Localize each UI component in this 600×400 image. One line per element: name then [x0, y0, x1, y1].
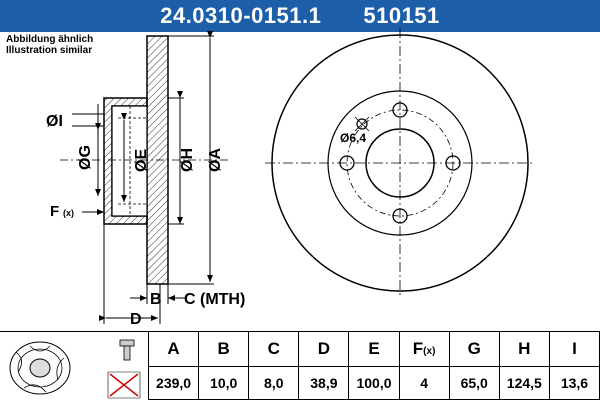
- specs-header-row: A B C D E F(x) G H I: [147, 331, 600, 367]
- spec-value-H: 124,5: [498, 366, 550, 400]
- spec-header-G: G: [448, 331, 500, 367]
- dimensions: [72, 31, 214, 324]
- spec-header-A: A: [147, 331, 200, 367]
- label-B: B: [150, 291, 162, 308]
- spec-value-C: 8,0: [248, 366, 300, 400]
- bolt-hole-right: [445, 155, 461, 171]
- spec-value-E: 100,0: [348, 366, 400, 400]
- note-line-en: Illustration similar: [6, 45, 93, 56]
- spec-header-I: I: [548, 331, 600, 367]
- label-F: F: [50, 203, 59, 220]
- specs-value-row: 239,0 10,0 8,0 38,9 100,0 4 65,0 124,5 1…: [147, 366, 600, 400]
- bolt-hole-top: [392, 102, 408, 118]
- spec-value-A: 239,0: [147, 366, 200, 400]
- specs-table: A B C D E F(x) G H I 239,0 10,0 8,0 38,9…: [147, 331, 600, 400]
- part-number: 24.0310-0151.1: [160, 3, 322, 28]
- thumbnail-box: [0, 331, 148, 399]
- illustration-note: Abbildung ähnlich Illustration similar: [6, 34, 93, 56]
- disc-front-view: [265, 28, 535, 298]
- title-bar: 24.0310-0151.1 510151: [0, 0, 600, 32]
- spec-value-G: 65,0: [448, 366, 500, 400]
- spec-header-C: C: [248, 331, 300, 367]
- spec-value-I: 13,6: [548, 366, 600, 400]
- bolt-hole-bottom: [392, 208, 408, 224]
- bolt-hole-left: [339, 155, 355, 171]
- label-A: ØA: [207, 148, 224, 172]
- label-G: ØG: [77, 145, 94, 170]
- spec-header-E: E: [348, 331, 400, 367]
- label-C: C (MTH): [184, 291, 245, 308]
- bolt-hole-label: Ø6,4: [340, 131, 366, 145]
- spec-header-D: D: [298, 331, 350, 367]
- label-D: D: [130, 311, 142, 328]
- spec-value-B: 10,0: [198, 366, 250, 400]
- label-F-sub: (x): [63, 208, 74, 218]
- alt-number: 510151: [363, 3, 440, 28]
- label-H: ØH: [179, 148, 196, 172]
- spec-header-B: B: [198, 331, 250, 367]
- product-thumbnail: [9, 339, 141, 399]
- note-line-de: Abbildung ähnlich: [6, 34, 94, 45]
- locating-hole: [356, 118, 368, 130]
- spec-header-H: H: [498, 331, 550, 367]
- spec-value-F: 4: [398, 366, 450, 400]
- spec-header-F: F(x): [398, 331, 450, 367]
- disc-cross-section: [60, 35, 230, 285]
- hub-flange: [111, 105, 148, 217]
- spec-value-D: 38,9: [298, 366, 350, 400]
- label-I: ØI: [46, 113, 63, 130]
- spec-header-F-sub: (x): [423, 346, 436, 357]
- spec-header-F-letter: F: [412, 339, 424, 358]
- label-E: ØE: [133, 149, 150, 172]
